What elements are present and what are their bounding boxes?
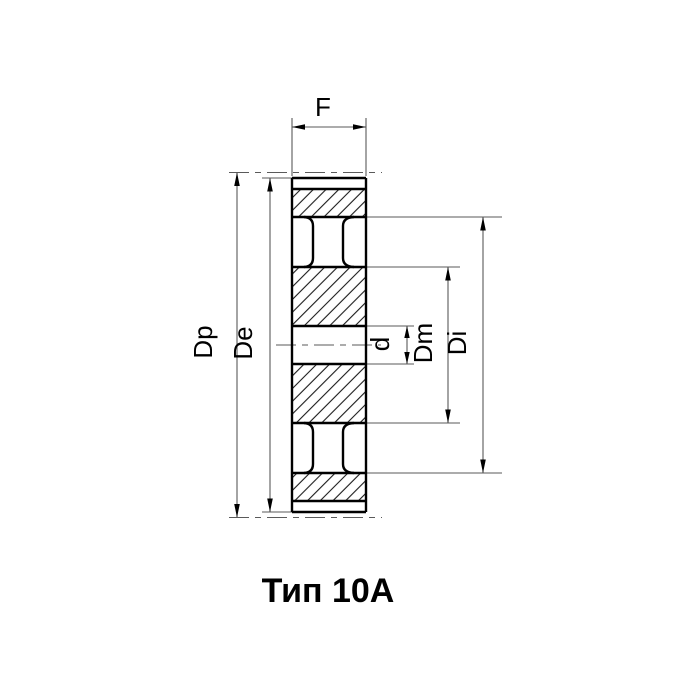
arrow-d-bottom <box>404 352 410 364</box>
hatch-web-upper <box>292 267 366 326</box>
hatch-regions <box>292 189 366 501</box>
dimension-arrows <box>234 124 486 518</box>
arrow-F-left <box>292 124 305 130</box>
web-lower-left-wall <box>303 421 315 475</box>
dim-label-d: d <box>365 337 395 351</box>
web-lower-right-wall <box>341 421 355 475</box>
hatch-web-lower <box>292 364 366 423</box>
thin-lines <box>229 118 502 519</box>
body-outline <box>290 176 368 514</box>
arrow-Di-bottom <box>480 459 486 473</box>
figure-caption: Тип 10А <box>262 572 395 610</box>
arrow-Dm-top <box>445 267 451 281</box>
arrow-De-bottom <box>267 498 273 512</box>
dimension-labels: F Dp De d Dm Di <box>188 92 472 363</box>
hatch-rim-bottom <box>292 473 366 501</box>
arrow-Di-top <box>480 217 486 231</box>
hatch-rim-top <box>292 189 366 217</box>
arrow-d-top <box>404 326 410 338</box>
arrow-De-top <box>267 178 273 192</box>
dim-label-Dm: Dm <box>408 323 438 363</box>
arrow-Dp-top <box>234 172 240 186</box>
dim-label-Di: Di <box>442 331 472 356</box>
dim-label-De: De <box>228 326 258 359</box>
dim-label-Dp: Dp <box>188 325 218 358</box>
arrow-Dp-bottom <box>234 504 240 518</box>
web-upper-left-wall <box>303 215 315 269</box>
arrow-Dm-bottom <box>445 409 451 423</box>
arrow-F-right <box>353 124 366 130</box>
dim-label-F: F <box>315 92 331 122</box>
web-upper-right-wall <box>341 215 355 269</box>
